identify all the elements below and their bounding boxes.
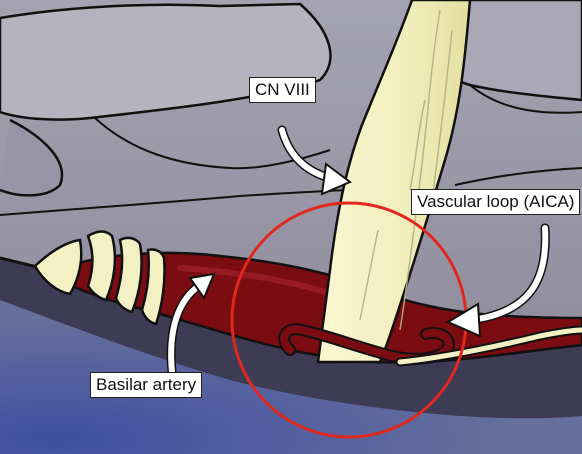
vascular-loop-label: Vascular loop (AICA) — [411, 189, 580, 215]
basilar-artery-label: Basilar artery — [90, 372, 202, 398]
cn-viii-label: CN VIII — [249, 77, 316, 103]
